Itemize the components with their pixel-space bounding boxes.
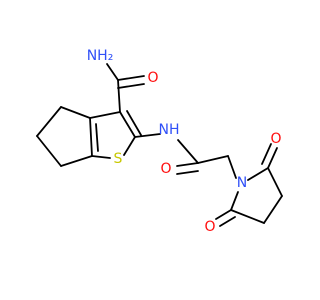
bond xyxy=(230,209,265,224)
atom-label-layer: NH₂ O NH S O N O O xyxy=(87,48,282,235)
pyrrolidine-oxygen-top-label: O xyxy=(270,131,281,147)
bond xyxy=(261,143,272,165)
bond xyxy=(219,216,236,227)
bond xyxy=(91,155,111,159)
amide-nh2-label: NH₂ xyxy=(87,48,114,64)
bond xyxy=(89,111,121,119)
acetyl-oxygen-label: O xyxy=(160,161,171,177)
bond xyxy=(60,155,93,167)
bond xyxy=(176,170,199,175)
bond xyxy=(267,147,278,169)
amide-oxygen-label: O xyxy=(147,70,158,86)
bond xyxy=(134,133,161,138)
bond xyxy=(36,106,62,137)
bond xyxy=(126,110,142,136)
bond xyxy=(95,123,99,152)
bond xyxy=(230,191,239,211)
bond xyxy=(123,136,136,156)
bond xyxy=(177,139,199,164)
pyrrolidine-oxygen-bottom-label: O xyxy=(204,219,215,235)
bond xyxy=(247,167,269,181)
bond xyxy=(117,79,121,113)
bond xyxy=(215,209,232,220)
bond xyxy=(60,106,91,119)
pyrrolidine-nitrogen-label: N xyxy=(237,175,247,191)
bond xyxy=(36,135,62,167)
bond xyxy=(117,75,145,81)
bond xyxy=(176,162,199,167)
bond xyxy=(119,111,136,138)
bond xyxy=(263,195,283,224)
bond xyxy=(106,63,119,81)
linker-nh-label: NH xyxy=(159,122,180,138)
bond xyxy=(89,117,93,157)
molecule-diagram: NH₂ O NH S O N O O xyxy=(36,48,283,235)
bond xyxy=(197,155,229,164)
thiophene-sulfur-label: S xyxy=(114,151,123,167)
bond xyxy=(227,155,237,179)
bond-layer xyxy=(36,63,283,227)
bond xyxy=(267,167,283,197)
molecule-structure: NH₂ O NH S O N O O xyxy=(36,48,283,235)
bond xyxy=(117,83,145,89)
